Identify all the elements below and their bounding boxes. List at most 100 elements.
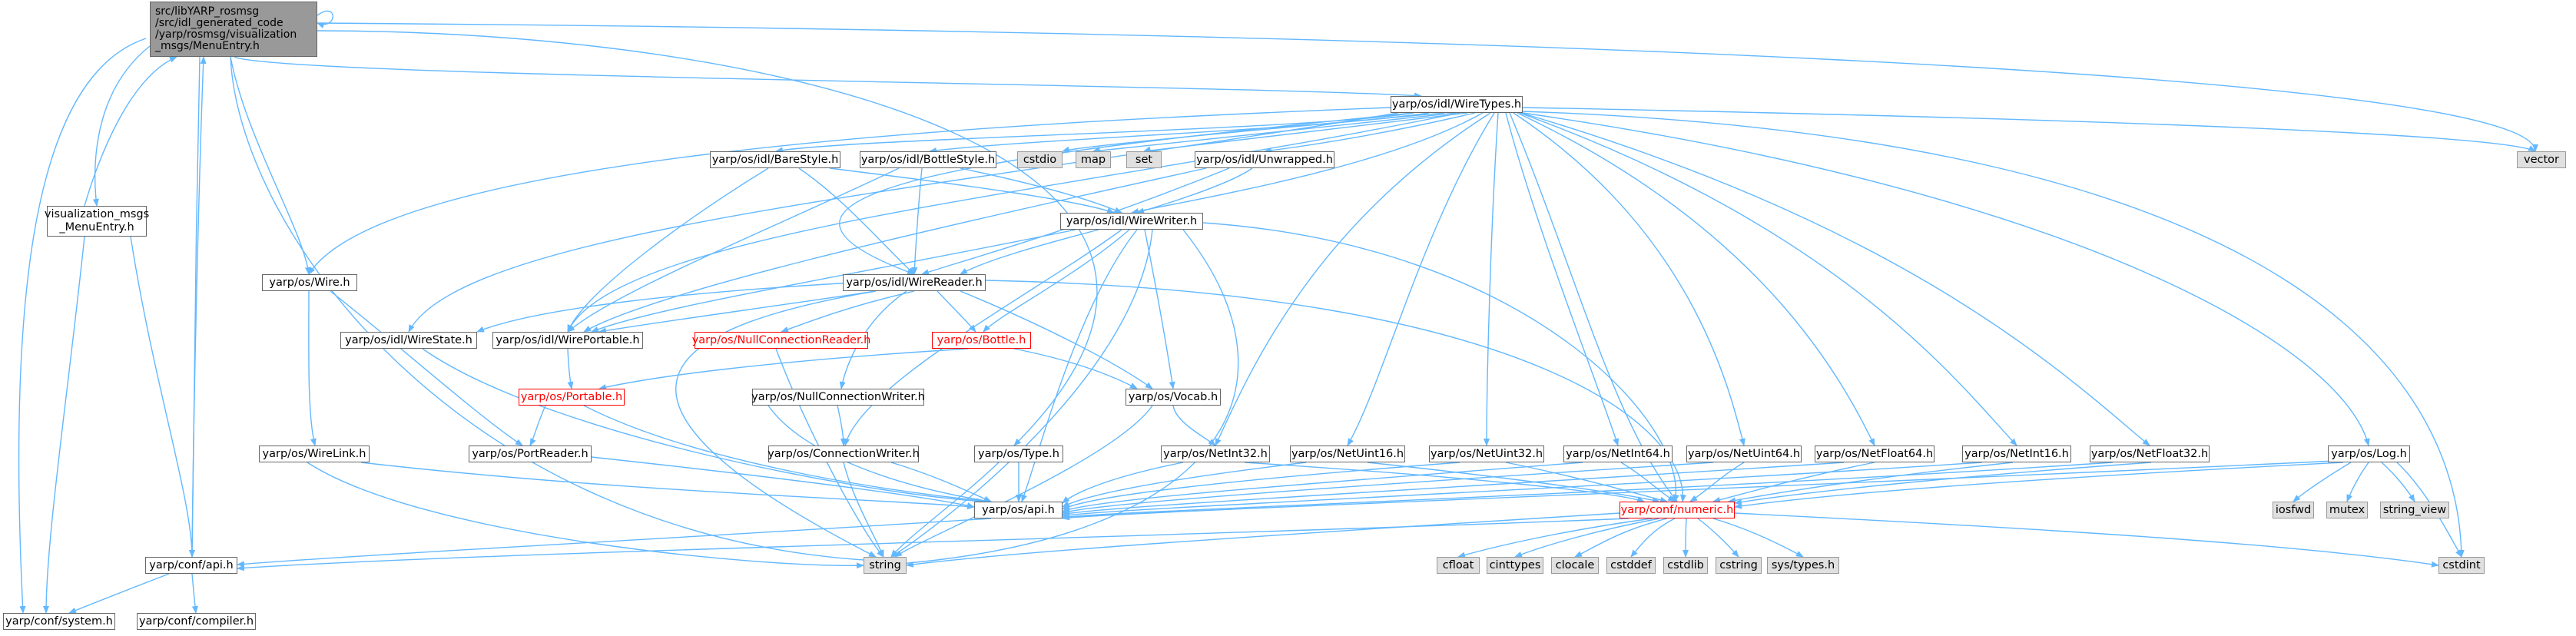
dependency-edge bbox=[1202, 222, 1679, 502]
dependency-edge bbox=[1062, 460, 2336, 521]
dependency-edge bbox=[230, 56, 311, 275]
node-connectionwriter[interactable]: yarp/os/ConnectionWriter.h bbox=[767, 446, 920, 462]
node-mutex[interactable]: mutex bbox=[2326, 502, 2368, 518]
dependency-edge bbox=[422, 348, 984, 505]
node-netint32[interactable]: yarp/os/NetInt32.h bbox=[1161, 446, 1270, 462]
node-wirestate[interactable]: yarp/os/idl/WireState.h bbox=[340, 332, 477, 349]
node-wire[interactable]: yarp/os/Wire.h bbox=[262, 274, 357, 291]
node-netfloat32[interactable]: yarp/os/NetFloat32.h bbox=[2090, 446, 2210, 462]
node-conf-api[interactable]: yarp/conf/api.h bbox=[145, 557, 237, 574]
dependency-edge bbox=[675, 290, 877, 558]
node-clocale[interactable]: clocale bbox=[1551, 557, 1599, 574]
dependency-edge bbox=[1215, 112, 1491, 446]
node-map[interactable]: map bbox=[1076, 151, 1111, 168]
node-netuint32[interactable]: yarp/os/NetUint32.h bbox=[1429, 446, 1544, 462]
dependency-edge bbox=[767, 405, 992, 504]
dependency-edge bbox=[330, 290, 523, 446]
node-nullconnectionreader[interactable]: yarp/os/NullConnectionReader.h bbox=[692, 332, 870, 349]
node-string[interactable]: string bbox=[864, 557, 907, 574]
node-cstdio[interactable]: cstdio bbox=[1017, 151, 1063, 168]
dependency-edge bbox=[890, 229, 1153, 558]
dependency-edge bbox=[894, 405, 1153, 558]
dependency-edge bbox=[476, 282, 854, 333]
dependency-edge bbox=[92, 45, 151, 207]
node-wirewriter[interactable]: yarp/os/idl/WireWriter.h bbox=[1060, 213, 1203, 230]
node-barestyle[interactable]: yarp/os/idl/BareStyle.h bbox=[710, 151, 840, 168]
dependency-edge bbox=[567, 167, 769, 333]
dependency-edge bbox=[1505, 112, 1620, 446]
dependency-edge bbox=[43, 236, 85, 614]
dependency-edge bbox=[583, 405, 992, 505]
dependency-edge bbox=[829, 167, 1115, 214]
node-cfloat[interactable]: cfloat bbox=[1437, 557, 1480, 574]
node-type[interactable]: yarp/os/Type.h bbox=[974, 446, 1063, 462]
node-bottlestyle[interactable]: yarp/os/idl/BottleStyle.h bbox=[860, 151, 996, 168]
dependency-edge bbox=[317, 30, 1098, 446]
node-conf-system[interactable]: yarp/conf/system.h bbox=[3, 613, 115, 630]
node-netint64[interactable]: yarp/os/NetInt64.h bbox=[1563, 446, 1673, 462]
dependency-edge bbox=[1513, 112, 1746, 446]
node-wireportable[interactable]: yarp/os/idl/WirePortable.h bbox=[492, 332, 643, 349]
node-netfloat64[interactable]: yarp/os/NetFloat64.h bbox=[1815, 446, 1934, 462]
node-netint16[interactable]: yarp/os/NetInt16.h bbox=[1962, 446, 2071, 462]
dependency-edge bbox=[843, 462, 884, 558]
dependency-edge bbox=[1013, 348, 1138, 389]
dependency-edge bbox=[237, 518, 992, 568]
node-visualization-msgs-menuentry[interactable]: visualization_msgs _MenuEntry.h bbox=[45, 206, 149, 237]
dependency-edge bbox=[1367, 462, 1660, 504]
dependency-edge bbox=[317, 10, 333, 28]
node-cinttypes[interactable]: cinttypes bbox=[1487, 557, 1543, 574]
dependency-edge bbox=[191, 56, 207, 558]
dependency-edge bbox=[1062, 462, 1460, 510]
node-os-api[interactable]: yarp/os/api.h bbox=[974, 502, 1063, 518]
dependency-edge bbox=[1136, 167, 1253, 214]
dependency-edge bbox=[1689, 462, 1745, 502]
node-vocab[interactable]: yarp/os/Vocab.h bbox=[1126, 389, 1221, 406]
node-conf-numeric[interactable]: yarp/conf/numeric.h bbox=[1620, 502, 1735, 518]
dependency-edge bbox=[1062, 462, 1845, 516]
node-conf-compiler[interactable]: yarp/conf/compiler.h bbox=[137, 613, 256, 630]
node-portable[interactable]: yarp/os/Portable.h bbox=[519, 389, 625, 406]
node-iosfwd[interactable]: iosfwd bbox=[2273, 502, 2314, 518]
dependency-edge bbox=[1509, 112, 1678, 502]
dependency-edge bbox=[567, 112, 1460, 333]
node-root-menuentry[interactable]: src/libYARP_rosmsg /src/idl_generated_co… bbox=[150, 2, 317, 57]
dependency-edge bbox=[1574, 518, 1668, 558]
dependency-edge bbox=[1505, 462, 1668, 503]
dependency-edge bbox=[2381, 462, 2415, 502]
node-sys-types[interactable]: sys/types.h bbox=[1767, 557, 1839, 574]
node-label: src/libYARP_rosmsg /src/idl_generated_co… bbox=[155, 5, 297, 52]
dependency-edge bbox=[1712, 518, 1804, 558]
dependency-edge bbox=[583, 167, 1207, 333]
node-log[interactable]: yarp/os/Log.h bbox=[2328, 446, 2410, 462]
node-cstring[interactable]: cstring bbox=[1716, 557, 1762, 574]
node-portreader[interactable]: yarp/os/PortReader.h bbox=[469, 446, 592, 462]
dependency-edge bbox=[1620, 462, 1676, 502]
node-netuint64[interactable]: yarp/os/NetUint64.h bbox=[1686, 446, 1802, 462]
node-cstddef[interactable]: cstddef bbox=[1606, 557, 1656, 574]
node-unwrapped[interactable]: yarp/os/idl/Unwrapped.h bbox=[1195, 151, 1334, 168]
dependency-edge bbox=[911, 167, 923, 275]
dependency-edge bbox=[598, 348, 969, 390]
dependency-edge bbox=[781, 290, 915, 333]
dependency-edge bbox=[1347, 112, 1495, 446]
dependency-edge bbox=[775, 348, 884, 558]
node-wirereader[interactable]: yarp/os/idl/WireReader.h bbox=[843, 274, 986, 291]
node-wirelink[interactable]: yarp/os/WireLink.h bbox=[259, 446, 370, 462]
dependency-edge bbox=[408, 112, 1399, 333]
dependency-edge bbox=[2293, 462, 2352, 502]
node-cstdint[interactable]: cstdint bbox=[2438, 557, 2485, 574]
dependency-edge bbox=[960, 167, 1122, 214]
node-netuint16[interactable]: yarp/os/NetUint16.h bbox=[1290, 446, 1405, 462]
node-wiretypes[interactable]: yarp/os/idl/WireTypes.h bbox=[1391, 96, 1523, 113]
node-cstdlib[interactable]: cstdlib bbox=[1663, 557, 1708, 574]
node-bottle[interactable]: yarp/os/Bottle.h bbox=[932, 332, 1031, 349]
dependency-edge bbox=[1520, 112, 2150, 446]
node-string-view[interactable]: string_view bbox=[2380, 502, 2449, 518]
node-nullconnectionwriter[interactable]: yarp/os/NullConnectionWriter.h bbox=[751, 389, 925, 406]
dependency-edge bbox=[1519, 112, 2017, 446]
dependency-edge bbox=[234, 56, 1422, 99]
node-vector[interactable]: vector bbox=[2517, 151, 2566, 168]
dependency-edge bbox=[1522, 111, 2465, 558]
node-set[interactable]: set bbox=[1126, 151, 1162, 168]
